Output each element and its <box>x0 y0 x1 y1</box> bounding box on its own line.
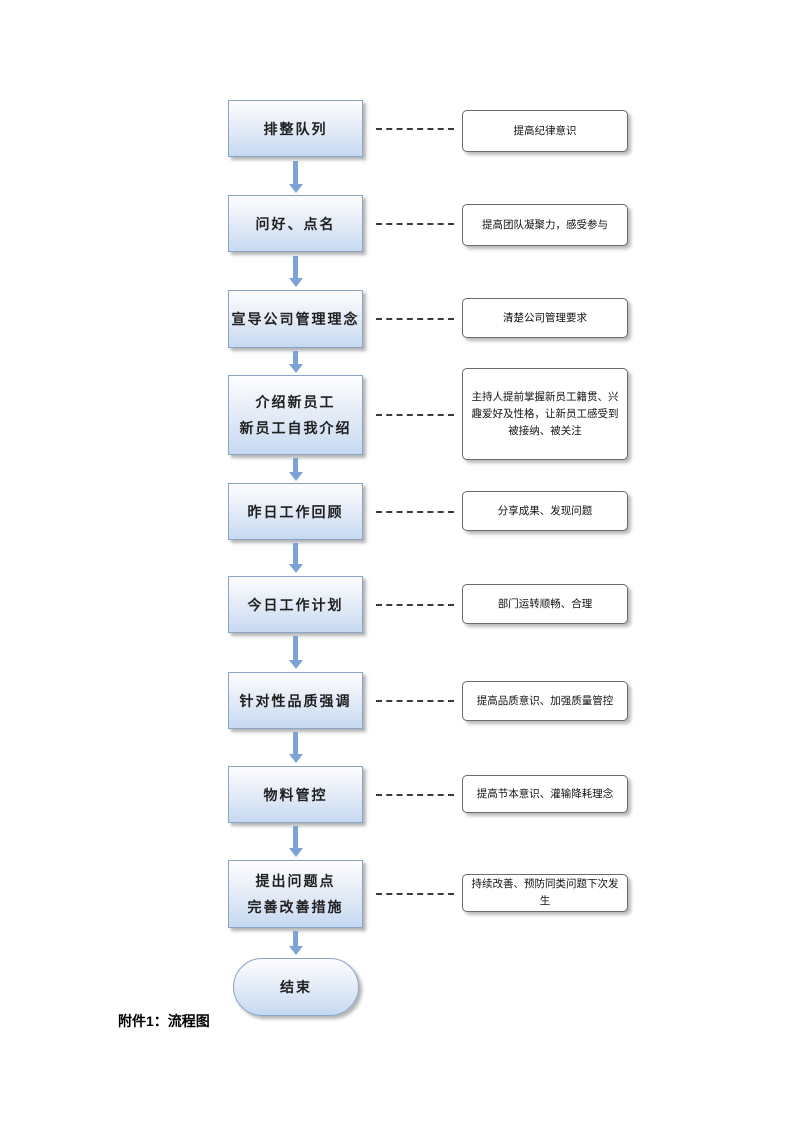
arrow-stem <box>293 161 298 184</box>
dashed-connector-line <box>376 511 454 513</box>
note-text: 提高纪律意识 <box>513 124 577 137</box>
arrow-down-icon <box>288 826 303 857</box>
arrow-head <box>288 564 303 573</box>
note-text: 提高品质意识、加强质量管控 <box>476 694 614 707</box>
arrow-down-icon <box>288 636 303 669</box>
arrow-down-icon <box>288 732 303 763</box>
note-text: 清楚公司管理要求 <box>503 311 587 324</box>
attachment-caption: 附件1：流程图 <box>118 1013 210 1029</box>
flow-step-box-4: 介绍新员工 新员工自我介绍 <box>228 375 363 455</box>
dashed-connector-line <box>376 128 454 130</box>
note-text: 提高团队凝聚力，感受参与 <box>482 218 608 231</box>
flow-step-label: 提出问题点 <box>255 873 336 889</box>
arrow-head <box>288 364 303 373</box>
flow-step-label: 介绍新员工 <box>255 394 336 410</box>
flow-step-label: 昨日工作回顾 <box>247 503 344 520</box>
note-box-1: 提高纪律意识 <box>462 110 628 152</box>
arrow-stem <box>293 458 298 472</box>
arrow-down-icon <box>288 543 303 573</box>
flow-step-box-5: 昨日工作回顾 <box>228 483 363 540</box>
flow-step-box-7: 针对性品质强调 <box>228 672 363 729</box>
flow-step-label-line2: 新员工自我介绍 <box>239 420 352 436</box>
flow-step-box-9: 提出问题点 完善改善措施 <box>228 860 363 928</box>
flow-step-label: 针对性品质强调 <box>239 692 352 709</box>
arrow-down-icon <box>288 256 303 287</box>
arrow-head <box>288 472 303 481</box>
note-text: 分享成果、发现问题 <box>497 504 593 517</box>
flow-step-box-8: 物料管控 <box>228 766 363 823</box>
arrow-head <box>288 660 303 669</box>
dashed-connector-line <box>376 223 454 225</box>
arrow-head <box>288 278 303 287</box>
flow-step-box-6: 今日工作计划 <box>228 576 363 633</box>
flow-step-box-2: 问好、点名 <box>228 195 363 252</box>
note-box-7: 提高品质意识、加强质量管控 <box>462 681 628 721</box>
note-box-5: 分享成果、发现问题 <box>462 491 628 531</box>
arrow-stem <box>293 351 298 364</box>
flow-step-label: 排整队列 <box>263 120 328 137</box>
arrow-head <box>288 848 303 857</box>
dashed-connector-line <box>376 893 454 895</box>
arrow-stem <box>293 256 298 278</box>
flow-step-label: 今日工作计划 <box>247 596 344 613</box>
note-box-4: 主持人提前掌握新员工籍贯、兴趣爱好及性格，让新员工感受到被接纳、被关注 <box>462 368 628 460</box>
arrow-stem <box>293 636 298 660</box>
note-text: 持续改善、预防同类问题下次发生 <box>471 878 619 907</box>
dashed-connector-line <box>376 700 454 702</box>
flow-step-label: 物料管控 <box>263 786 328 803</box>
arrow-stem <box>293 931 298 946</box>
arrow-down-icon <box>288 351 303 373</box>
dashed-connector-line <box>376 604 454 606</box>
dashed-connector-line <box>376 794 454 796</box>
arrow-stem <box>293 826 298 848</box>
note-box-6: 部门运转顺畅、合理 <box>462 584 628 624</box>
arrow-down-icon <box>288 931 303 955</box>
flow-step-box-1: 排整队列 <box>228 100 363 157</box>
arrow-head <box>288 184 303 193</box>
note-box-8: 提高节本意识、灌输降耗理念 <box>462 775 628 813</box>
arrow-stem <box>293 732 298 754</box>
flow-end-box: 结束 <box>233 958 359 1016</box>
arrow-head <box>288 754 303 763</box>
note-box-9: 持续改善、预防同类问题下次发生 <box>462 874 628 912</box>
dashed-connector-line <box>376 414 454 416</box>
note-text: 主持人提前掌握新员工籍贯、兴趣爱好及性格，让新员工感受到被接纳、被关注 <box>471 390 619 437</box>
arrow-stem <box>293 543 298 564</box>
flow-step-label: 宣导公司管理理念 <box>231 311 360 327</box>
flow-step-label: 结束 <box>280 979 312 995</box>
arrow-head <box>288 946 303 955</box>
note-text: 部门运转顺畅、合理 <box>497 597 593 610</box>
flow-step-box-3: 宣导公司管理理念 <box>228 290 363 348</box>
note-box-3: 清楚公司管理要求 <box>462 298 628 338</box>
flow-step-label: 问好、点名 <box>255 215 336 232</box>
note-text: 提高节本意识、灌输降耗理念 <box>476 787 614 800</box>
flow-step-label-line2: 完善改善措施 <box>247 899 344 915</box>
arrow-down-icon <box>288 458 303 481</box>
arrow-down-icon <box>288 161 303 193</box>
dashed-connector-line <box>376 318 454 320</box>
note-box-2: 提高团队凝聚力，感受参与 <box>462 204 628 246</box>
